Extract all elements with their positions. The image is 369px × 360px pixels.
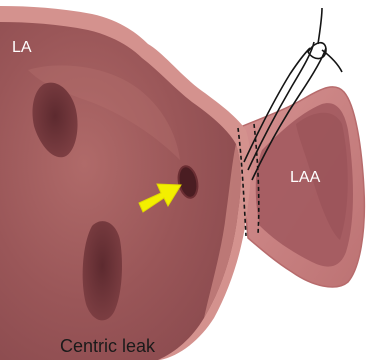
suture-tail-2 bbox=[322, 50, 342, 72]
left-atrium bbox=[0, 6, 251, 360]
laa-label: LAA bbox=[290, 169, 321, 186]
la-label: LA bbox=[12, 39, 32, 56]
lower-depression bbox=[83, 221, 122, 320]
caption-label: Centric leak bbox=[60, 336, 156, 356]
suture-tail-1 bbox=[318, 8, 322, 44]
left-atrial-appendage bbox=[238, 87, 364, 287]
